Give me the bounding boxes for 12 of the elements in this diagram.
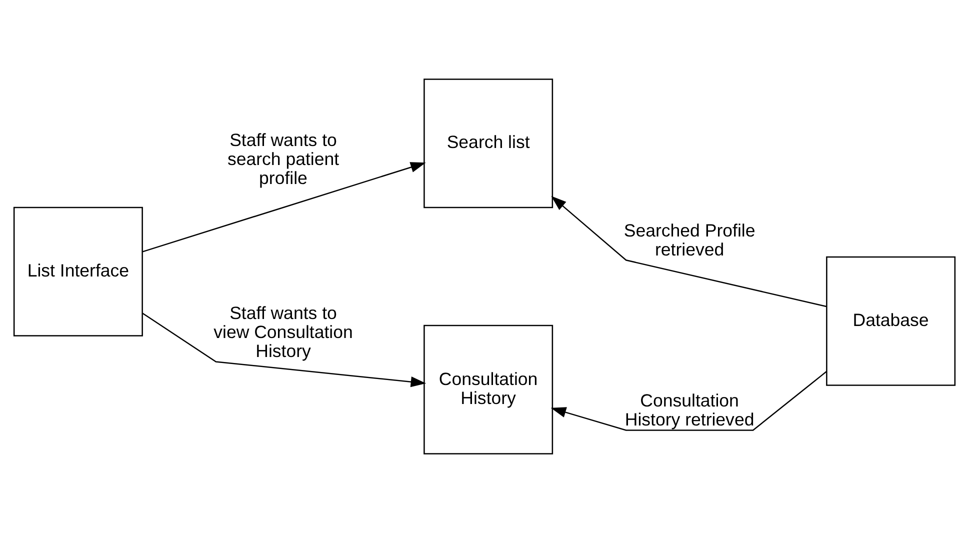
- node-box: List Interface: [12, 206, 142, 336]
- edge-label: Searched Profile retrieved: [623, 220, 755, 260]
- edge-label: Staff wants to search patient profile: [226, 130, 339, 188]
- node-box: Search list: [423, 78, 553, 208]
- edge-label: Consultation History retrieved: [624, 390, 754, 430]
- arrow: [142, 162, 426, 252]
- arrow: [142, 312, 426, 388]
- node-box: Database: [826, 256, 956, 386]
- arrow: [550, 196, 826, 308]
- node-box: Consultation History: [423, 324, 553, 454]
- edge-label: Staff wants to view Consultation History: [213, 302, 352, 361]
- arrow: [550, 371, 826, 431]
